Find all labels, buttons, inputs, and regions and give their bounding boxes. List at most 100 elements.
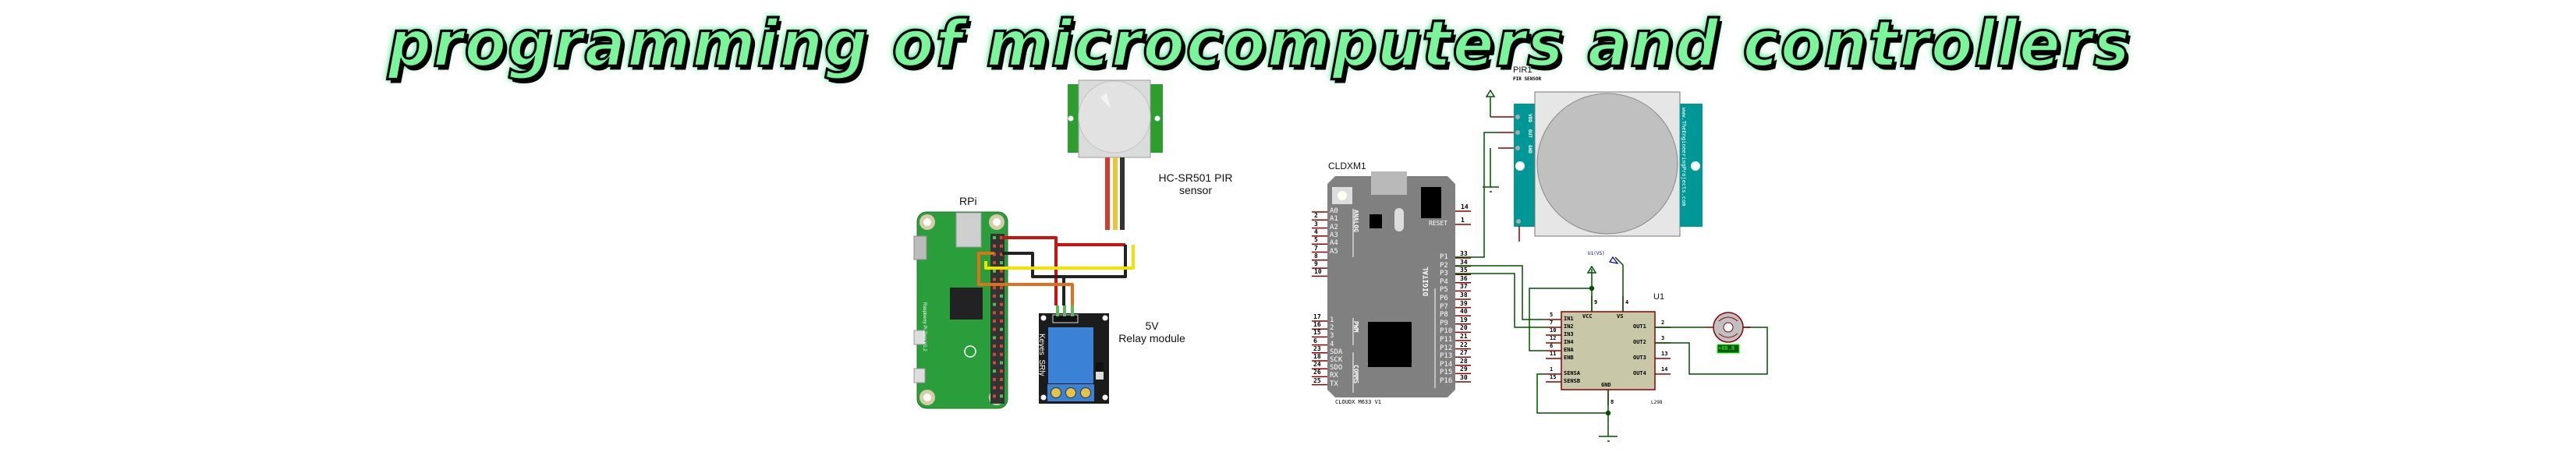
pir-sensor-label: HC-SR501 PIR sensor (1153, 171, 1238, 196)
cldx-pin-number: 33 (1460, 250, 1468, 257)
cldx-pin-name: P9 (1440, 319, 1448, 327)
cldx-pin-name: P16 (1440, 377, 1453, 385)
cldx-pin-number: 34 (1460, 258, 1468, 266)
cldx-pin-number: 16 (1313, 321, 1321, 329)
gpio-pin (993, 294, 996, 298)
cldx-pin-name: P3 (1440, 270, 1448, 278)
relay-module (1039, 305, 1109, 404)
gpio-pin (1000, 277, 1003, 281)
cldx-pin-number: 23 (1313, 344, 1321, 352)
u1-pin-number: 15 (1550, 374, 1557, 380)
cldx-pin-number: 3 (1314, 220, 1318, 228)
pir-wires (1105, 157, 1125, 230)
cldx-pin-number: 2 (1314, 212, 1318, 220)
cldx-pin-number: 26 (1313, 369, 1321, 376)
u1-pin-number: 10 (1550, 327, 1557, 334)
cldxm1-model: CLOUDX M633 V1 (1335, 399, 1382, 405)
cldx-pin-name: P6 (1440, 295, 1448, 302)
u1-pin-number: 13 (1661, 351, 1668, 357)
cldx-pin-number: 27 (1460, 349, 1468, 357)
u1-pin-name: OUT1 (1633, 323, 1646, 330)
u1-ref: U1 (1653, 292, 1665, 302)
gpio-pin (1000, 352, 1003, 356)
u1-pin-number: 3 (1661, 335, 1665, 341)
gpio-pin (1000, 344, 1003, 348)
cldx-pin-name: P8 (1440, 311, 1448, 320)
u1-pin-name: VS (1617, 313, 1624, 320)
gpio-pin (993, 344, 996, 348)
gpio-pin (1000, 269, 1003, 273)
pir1-pin-name: GND (1527, 145, 1532, 154)
fritzing-wires (977, 236, 1135, 305)
u1-pin-name: VCC (1582, 313, 1593, 320)
cldx-pin-number: 17 (1313, 313, 1321, 320)
cldx-pin-number: 7 (1314, 244, 1318, 252)
cldx-pin-number: 36 (1460, 274, 1468, 282)
cldx-pin-number: 8 (1314, 252, 1318, 260)
cldx-pin-name: A3 (1330, 231, 1338, 239)
cldx-pin-number: 25 (1313, 376, 1321, 384)
cldx-pin-number: 37 (1460, 283, 1468, 291)
gpio-pin (993, 261, 996, 265)
cldx-pin-name: P10 (1440, 327, 1453, 336)
cldx-pin-name: 2 (1330, 324, 1334, 333)
u1-pin-name: OUT3 (1633, 355, 1646, 361)
gpio-pin (993, 277, 996, 281)
vs-power-terminal-icon (1609, 256, 1619, 264)
u1-pin-number: 9 (1594, 299, 1598, 305)
gpio-pin (993, 336, 996, 340)
cldx-pin-number: 5 (1314, 236, 1318, 244)
u1-pin-number: 8 (1610, 399, 1614, 405)
u1-pin-number: 14 (1661, 366, 1668, 373)
gpio-pin (1000, 361, 1003, 365)
gpio-pin (993, 394, 996, 398)
cldx-pin-number: 20 (1460, 324, 1468, 332)
cldx-pin-number: 40 (1460, 308, 1468, 316)
digital-title: DIGITAL (1423, 267, 1430, 296)
dc-motor (1706, 312, 1751, 354)
cldx-pin-name: A2 (1330, 223, 1338, 231)
gpio-pin (1000, 327, 1003, 331)
gpio-pin (1000, 302, 1003, 306)
gpio-pin (1000, 320, 1003, 323)
cldx-pin-number: 6 (1313, 337, 1317, 344)
u1-pin-name: GND (1601, 382, 1611, 388)
cldx-pin-number: 19 (1460, 316, 1468, 323)
cldx-pin-name: P7 (1440, 302, 1448, 311)
u1-pin-name: OUT4 (1633, 370, 1646, 376)
gpio-pin (1000, 252, 1003, 256)
cldx-pin-name: P2 (1440, 261, 1448, 270)
cldx-pin-number: 1 (1461, 217, 1465, 224)
gpio-pin (1000, 369, 1003, 373)
pir1-watermark: www.TheEngineeringProjects.com (1681, 108, 1687, 207)
cldx-pin-name: 3 (1330, 332, 1334, 341)
cldx-pin-name: SDA (1330, 348, 1343, 356)
u1-pin-number: 5 (1550, 312, 1554, 318)
cldx-pin-name: RX (1330, 372, 1338, 380)
cldx-pin-name: 4 (1330, 340, 1334, 348)
cldx-pin-number: 30 (1460, 374, 1468, 381)
cldx-pin-number: 9 (1314, 260, 1318, 268)
cldx-pin-name: A5 (1330, 247, 1338, 256)
u1-pin-number: 6 (1550, 343, 1554, 349)
pir1-pin-name: OUT (1527, 129, 1532, 138)
pwm-title: PWM (1352, 321, 1359, 333)
cldx-pin-number: 22 (1460, 341, 1468, 348)
pir1-ref: PIR1 (1513, 65, 1532, 75)
reset-label: RESET (1429, 220, 1448, 227)
page-title: Programming of Microcomputers and Contro… (387, 6, 2131, 83)
cldx-pin-number: 28 (1460, 357, 1468, 365)
analog-title: ANALOG (1352, 210, 1359, 232)
gpio-pin (993, 320, 996, 323)
pir1-wiring (1455, 89, 1520, 258)
u1-pin-number: 2 (1661, 320, 1665, 326)
cldx-pin-number: 4 (1314, 228, 1318, 235)
u1-part: L298 (1651, 400, 1663, 405)
gpio-pin (993, 369, 996, 373)
u1-pin-name: SENSB (1564, 378, 1581, 384)
cldx-pin-name: SCK (1330, 356, 1343, 364)
gpio-pin (1000, 244, 1003, 248)
cldxm1-pins (1312, 210, 1471, 386)
cldx-pin-number: 18 (1313, 353, 1321, 360)
gpio-pin (1000, 261, 1003, 265)
